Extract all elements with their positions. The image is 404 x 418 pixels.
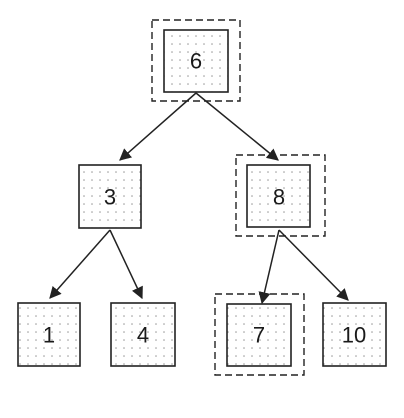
- tree-node-1: 1: [17, 302, 81, 367]
- tree-node-6: 6: [151, 19, 241, 102]
- node-label: 6: [190, 49, 202, 74]
- node-label: 7: [253, 323, 265, 348]
- highlight-outline: [151, 19, 241, 102]
- tree-edges: [49, 92, 349, 305]
- edge-3-1: [49, 229, 111, 299]
- tree-node-7: 7: [214, 293, 305, 376]
- node-box: [110, 302, 176, 367]
- edge-6-8: [195, 92, 279, 161]
- node-label: 4: [137, 323, 149, 348]
- tree-node-10: 10: [322, 302, 387, 367]
- edge-8-7: [258, 229, 280, 305]
- node-label: 10: [342, 323, 366, 348]
- node-box: [78, 164, 142, 229]
- edge-3-4: [109, 229, 143, 300]
- node-box: [17, 302, 81, 367]
- tree-node-8: 8: [235, 154, 326, 237]
- edge-8-10: [278, 229, 349, 301]
- node-box: [226, 303, 292, 367]
- edge-6-3: [119, 92, 197, 161]
- tree-node-3: 3: [78, 164, 142, 229]
- node-box: [163, 29, 229, 93]
- tree-node-4: 4: [110, 302, 176, 367]
- node-label: 3: [104, 185, 116, 210]
- node-box: [246, 164, 311, 228]
- highlight-outline: [235, 154, 326, 237]
- highlight-outline: [214, 293, 305, 376]
- node-label: 1: [43, 323, 55, 348]
- node-box: [322, 302, 387, 367]
- node-label: 8: [273, 185, 285, 210]
